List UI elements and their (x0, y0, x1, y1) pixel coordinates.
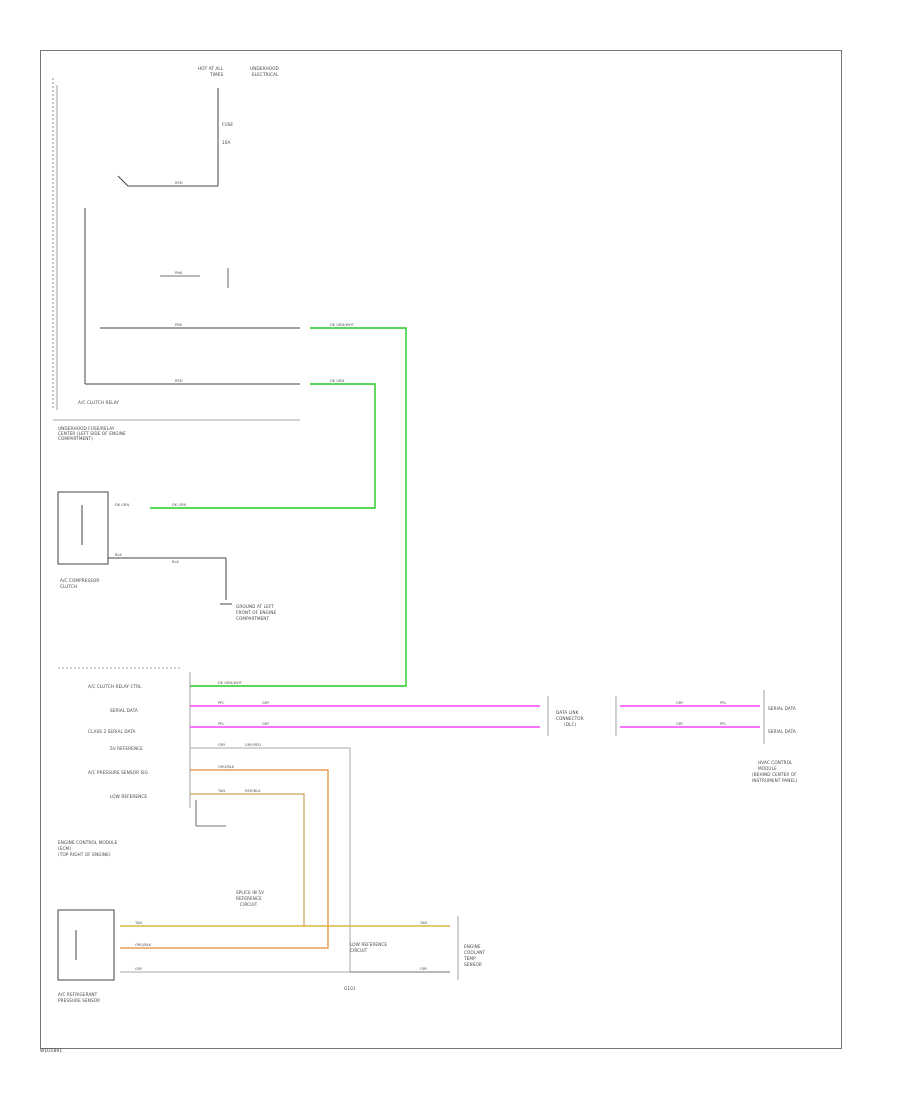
wire-label-ecm-gry-2: GRY (262, 722, 270, 726)
ecm-label: ENGINE CONTROL MODULE (58, 840, 118, 845)
ect-label-4: SENSOR (464, 962, 482, 967)
fuse-rating-label: 10A (222, 140, 231, 145)
compressor-label-2: CLUTCH (60, 584, 78, 589)
wire-label-hvac-ppl-2: PPL (720, 722, 727, 726)
gray-wire (120, 747, 351, 973)
ecm-pin-relay-ctrl: A/C CLUTCH RELAY CTRL (88, 684, 142, 689)
splice-5v-label-2: REFERENCE (236, 896, 262, 901)
underhood-box-label-3: COMPARTMENT) (58, 436, 93, 441)
splice-low-label: LOW REFERENCE (350, 942, 388, 947)
ecm-label-3: (TOP RIGHT OF ENGINE) (58, 852, 111, 857)
wire-label-dkgrn-comp: DK GRN (115, 503, 130, 507)
splice-5v-label: SPLICE IN 5V (236, 890, 265, 895)
hot-at-all-label: HOT AT ALL (198, 66, 224, 71)
wire-label-ecm-ppl: PPL (218, 701, 225, 705)
wire-label-dkgrn-comp-2: DK GRN (172, 503, 187, 507)
hvac-label-3: (BEHIND CENTER OF (752, 772, 797, 777)
wire-label-sensor-gry-2: GRY (420, 967, 428, 971)
relay-switch-arm (117, 175, 129, 187)
fuse-block-label: UNDERHOOD (250, 66, 279, 71)
wire-label-ecm-tan: TAN (218, 789, 226, 793)
splice-low-label-2: CIRCUIT (350, 948, 368, 953)
wire-label-hvac-gry-2: GRY (676, 722, 684, 726)
wire-label-ecm-redblk: RED/BLK (245, 789, 261, 793)
wire-label-sensor-tan: TAN (135, 921, 143, 925)
ect-label-2: COOLANT (464, 950, 486, 955)
dlc-label: DATA LINK (556, 710, 579, 715)
compressor-clutch-box (57, 491, 109, 565)
wire-label-red: RED (175, 181, 183, 185)
wire-label-dkgrn-wht: DK GRN/WHT (330, 323, 354, 327)
ground-label-3: COMPARTMENT (236, 616, 270, 621)
hvac-label-2: MODULE (758, 766, 777, 771)
wire-label-ecm-dkgrnwht: DK GRN/WHT (218, 681, 242, 685)
wire-label-ecm-gry-3: GRY (218, 743, 226, 747)
wire-label-ecm-ppl-2: PPL (218, 722, 225, 726)
wire-label-pnk: PNK (175, 271, 183, 275)
dlc-label-2: CONNECTOR (556, 716, 584, 721)
hvac-pin-2: SERIAL DATA (768, 729, 796, 734)
orange-wire (120, 769, 329, 949)
ecm-pin-5v-ref: 5V REFERENCE (110, 746, 143, 751)
wire-label-blk-comp-2: BLK (172, 560, 179, 564)
fuse-label: FUSE (222, 122, 234, 127)
pressure-sensor-label: A/C REFRIGERANT (58, 992, 98, 997)
wire-label-ecm-gry: GRY (262, 701, 270, 705)
wire-label-sensor-orgblk: ORG/BLK (135, 943, 152, 947)
ecm-pin-pressure-sig: A/C PRESSURE SENSOR SIG (88, 770, 148, 775)
wire-label-sensor-gry: GRY (135, 967, 143, 971)
wire-label-red-2: RED (175, 379, 183, 383)
hvac-label-4: INSTRUMENT PANEL) (752, 778, 798, 783)
ecm-label-2: (ECM) (58, 846, 71, 851)
wire-label-sensor-tan-2: TAN (420, 921, 428, 925)
green-wire-2 (150, 383, 376, 509)
ecm-pin-class2: CLASS 2 SERIAL DATA (88, 729, 136, 734)
ground-label-1: GROUND AT LEFT (236, 604, 274, 609)
wire-label-hvac-gry: GRY (676, 701, 684, 705)
relay-label: A/C CLUTCH RELAY (78, 400, 120, 405)
wire-label-blk-comp: BLK (115, 553, 122, 557)
wire-label-ecm-orgblk: ORG/BLK (218, 765, 235, 769)
ecm-pin-serial-data: SERIAL DATA (110, 708, 138, 713)
tan-wire (190, 793, 305, 926)
compressor-label: A/C COMPRESSOR (60, 578, 100, 583)
pressure-sensor-box (57, 909, 115, 981)
underhood-box-label: UNDERHOOD FUSE/RELAY (58, 426, 115, 431)
ground-label-2: FRONT OF ENGINE (236, 610, 277, 615)
hvac-label: HVAC CONTROL (758, 760, 793, 765)
hot-at-all-label-2: TIMES (210, 72, 224, 77)
green-wire-1 (190, 327, 407, 687)
wire-label-dkgrn: DK GRN (330, 379, 345, 383)
ect-label-3: TEMP (464, 956, 476, 961)
splice-5v-label-3: CIRCUIT (240, 902, 258, 907)
fuse-block-label-2: ELECTRICAL (252, 72, 279, 77)
ecm-pin-low-ref: LOW REFERENCE (110, 794, 148, 799)
wire-label-pnk-2: PNK (175, 323, 183, 327)
diagram-id: WD35891 (40, 1049, 63, 1054)
wire-label-hvac-ppl: PPL (720, 701, 727, 705)
dlc-label-3: (DLC) (564, 722, 577, 727)
wire-label-ecm-gryred: GRY/RED (245, 743, 261, 747)
ground-g101: G101 (344, 986, 356, 991)
ect-label: ENGINE (464, 944, 481, 949)
hvac-pin-1: SERIAL DATA (768, 706, 796, 711)
underhood-box-label-2: CENTER (LEFT SIDE OF ENGINE (58, 431, 126, 436)
pressure-sensor-label-2: PRESSURE SENSOR (58, 998, 101, 1003)
diagram-frame (40, 50, 842, 1049)
